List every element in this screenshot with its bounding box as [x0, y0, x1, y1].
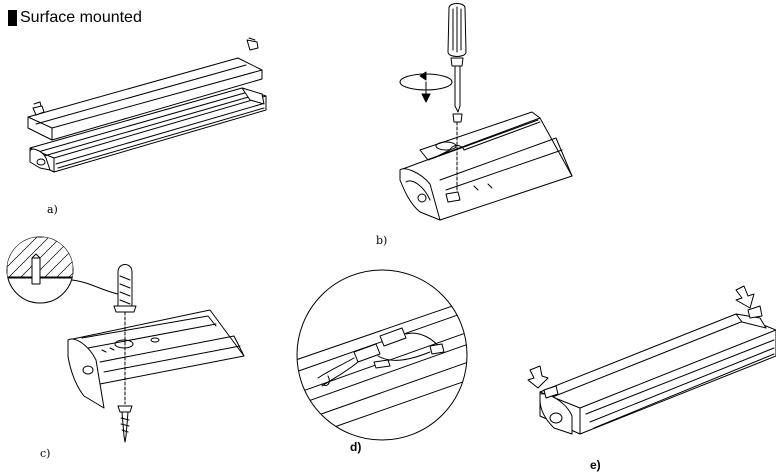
step-b-label: b) — [376, 234, 388, 247]
step-d-illustration — [290, 270, 474, 440]
step-a-label: a) — [47, 203, 58, 216]
step-a-illustration — [28, 38, 266, 172]
section-title-text: Surface mounted — [20, 9, 142, 26]
step-b-illustration — [400, 4, 572, 221]
step-e-label: e) — [590, 458, 601, 472]
step-d-label: d) — [350, 440, 362, 454]
step-e-illustration — [528, 286, 776, 434]
title-bullet-square — [8, 10, 17, 26]
step-c-illustration — [0, 230, 244, 442]
step-c-label: c) — [40, 447, 51, 460]
section-title: Surface mounted — [8, 9, 142, 27]
